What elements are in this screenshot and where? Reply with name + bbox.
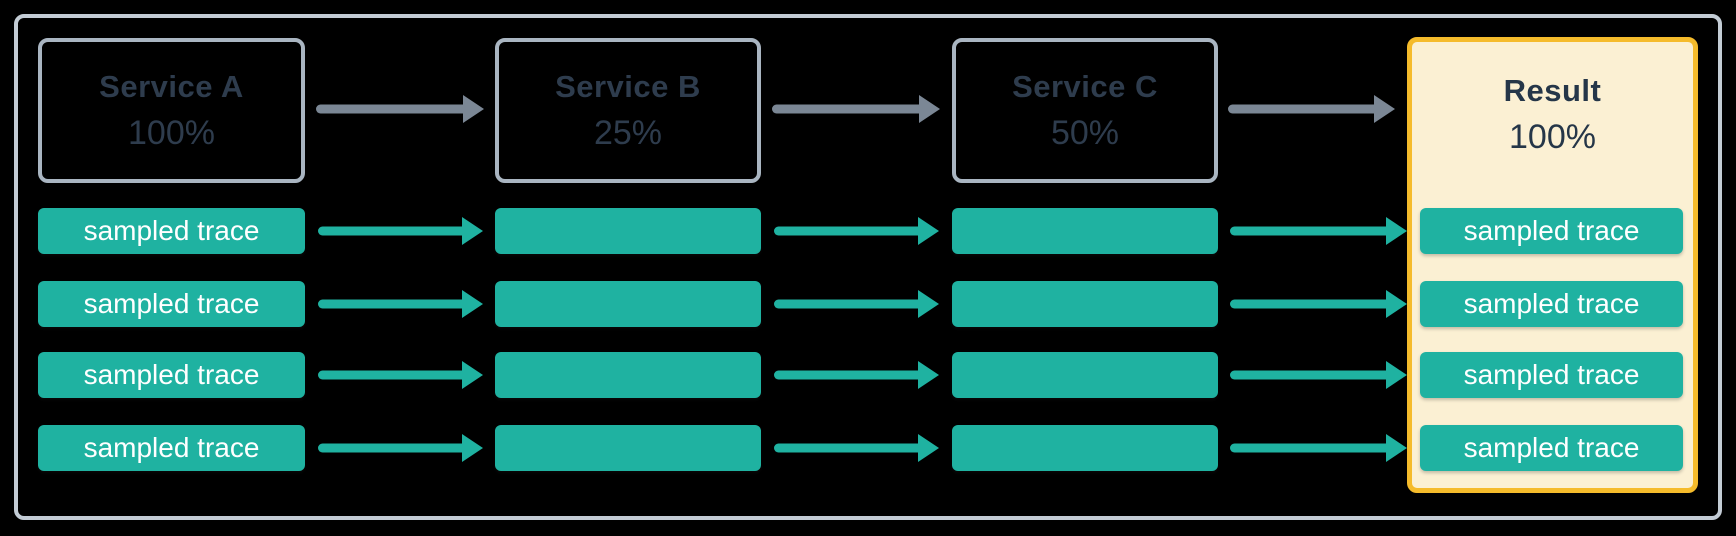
trace-pill: sampled trace	[38, 352, 305, 398]
result-header: Result 100%	[1412, 42, 1693, 187]
arrow-shaft	[1230, 443, 1391, 453]
result-box: Result 100%	[1407, 37, 1698, 493]
arrow-head	[918, 434, 939, 462]
trace-pill: sampled trace	[1420, 425, 1683, 471]
arrow-head	[919, 95, 940, 123]
arrow-head	[1386, 434, 1407, 462]
trace-arrow-icon	[774, 216, 939, 246]
result-title: Result	[1503, 72, 1602, 108]
arrow-shaft	[774, 370, 923, 380]
arrow-shaft	[316, 104, 468, 114]
trace-arrow-icon	[1230, 289, 1407, 319]
trace-arrow-icon	[774, 433, 939, 463]
service-name-label: Service B	[555, 68, 701, 104]
trace-pill: sampled trace	[38, 281, 305, 327]
arrow-shaft	[1230, 370, 1391, 380]
arrow-head	[1374, 95, 1395, 123]
trace-pill-label: sampled trace	[1463, 359, 1640, 390]
arrow-head	[462, 290, 483, 318]
arrow-head	[1386, 290, 1407, 318]
trace-arrow-icon	[318, 360, 483, 390]
trace-arrow-icon	[1230, 216, 1407, 246]
arrow-shaft	[318, 226, 467, 236]
trace-arrow-icon	[774, 360, 939, 390]
trace-pill-label: sampled trace	[83, 288, 260, 319]
trace-pill: sampled trace	[1420, 208, 1683, 254]
arrow-shaft	[774, 443, 923, 453]
arrow-head	[462, 217, 483, 245]
trace-pill-label: sampled trace	[83, 432, 260, 463]
trace-arrow-icon	[318, 216, 483, 246]
trace-arrow-icon	[318, 433, 483, 463]
arrow-head	[462, 361, 483, 389]
service-rate-label: 50%	[1050, 113, 1120, 152]
arrow-head	[918, 290, 939, 318]
service-arrow-icon	[316, 94, 484, 124]
trace-pill-label: sampled trace	[1463, 215, 1640, 246]
trace-pill	[952, 425, 1218, 471]
arrow-shaft	[772, 104, 924, 114]
arrow-shaft	[1228, 104, 1379, 114]
trace-pill	[495, 425, 761, 471]
arrow-shaft	[318, 299, 467, 309]
trace-pill	[952, 208, 1218, 254]
arrow-shaft	[774, 299, 923, 309]
trace-arrow-icon	[1230, 433, 1407, 463]
trace-pill-label: sampled trace	[83, 359, 260, 390]
trace-arrow-icon	[1230, 360, 1407, 390]
service-arrow-icon	[772, 94, 940, 124]
result-rate-label: 100%	[1509, 117, 1596, 156]
trace-arrow-icon	[318, 289, 483, 319]
arrow-shaft	[1230, 226, 1391, 236]
trace-pill	[495, 281, 761, 327]
arrow-shaft	[774, 226, 923, 236]
service-box-c: Service C 50%	[952, 38, 1218, 183]
trace-pill	[952, 281, 1218, 327]
trace-pill: sampled trace	[38, 425, 305, 471]
arrow-shaft	[1230, 299, 1391, 309]
trace-pill: sampled trace	[38, 208, 305, 254]
trace-pill-label: sampled trace	[1463, 432, 1640, 463]
service-box-a: Service A 100%	[38, 38, 305, 183]
trace-pill-label: sampled trace	[1463, 288, 1640, 319]
arrow-shaft	[318, 443, 467, 453]
trace-pill: sampled trace	[1420, 352, 1683, 398]
service-name-label: Service C	[1012, 68, 1158, 104]
arrow-head	[1386, 361, 1407, 389]
service-box-b: Service B 25%	[495, 38, 761, 183]
arrow-head	[1386, 217, 1407, 245]
service-arrow-icon	[1228, 94, 1395, 124]
arrow-shaft	[318, 370, 467, 380]
arrow-head	[918, 361, 939, 389]
service-name-label: Service A	[99, 68, 244, 104]
trace-arrow-icon	[774, 289, 939, 319]
arrow-head	[463, 95, 484, 123]
trace-pill	[495, 352, 761, 398]
service-rate-label: 100%	[128, 113, 215, 152]
trace-pill: sampled trace	[1420, 281, 1683, 327]
trace-pill	[952, 352, 1218, 398]
arrow-head	[918, 217, 939, 245]
trace-pill	[495, 208, 761, 254]
arrow-head	[462, 434, 483, 462]
trace-pill-label: sampled trace	[83, 215, 260, 246]
diagram-outer-frame	[14, 14, 1722, 520]
service-rate-label: 25%	[593, 113, 663, 152]
